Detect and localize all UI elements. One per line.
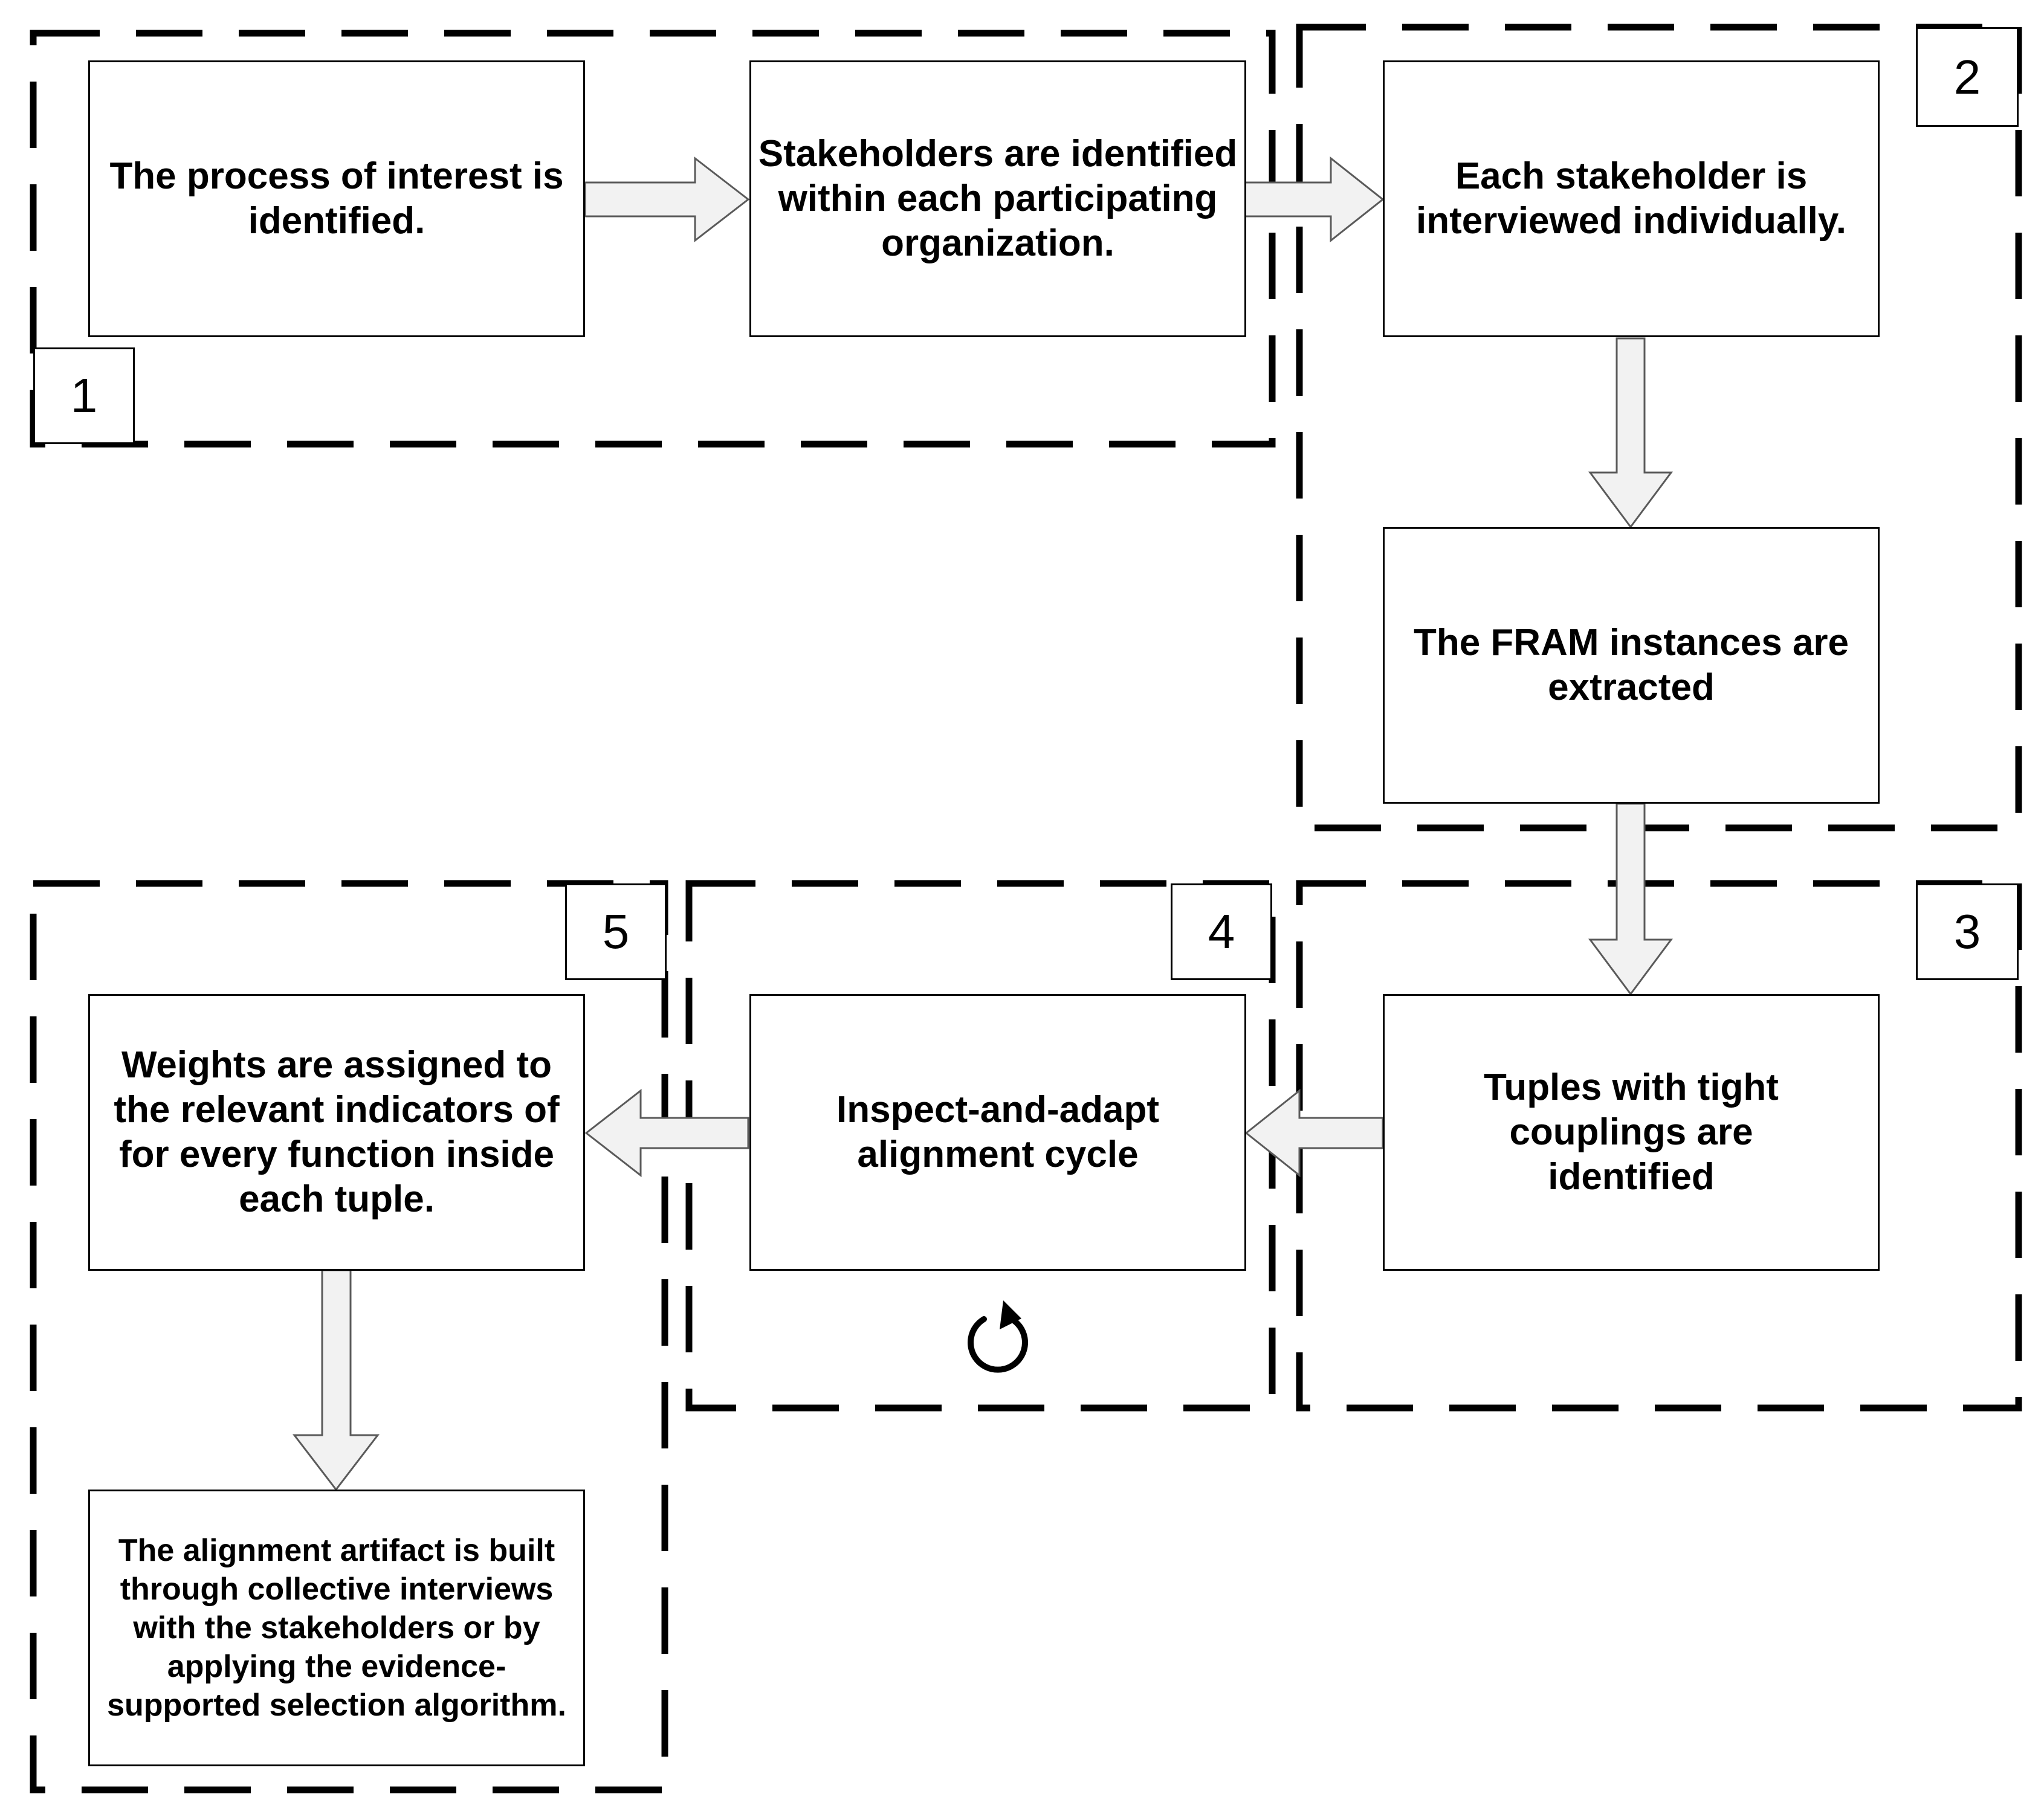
arrow-tuples-to-inspect <box>1244 1088 1384 1178</box>
step-tuples-identified: Tuples with tight couplings are identifi… <box>1383 994 1880 1271</box>
step-alignment-artifact: The alignment artifact is built through … <box>88 1490 585 1766</box>
step-individual-interviews: Each stakeholder is interviewed individu… <box>1383 60 1880 337</box>
refresh-icon <box>968 1300 1028 1373</box>
arrow-inspect-to-weights <box>584 1088 749 1178</box>
stage-1-region <box>30 30 1276 448</box>
stage-4-badge: 4 <box>1171 883 1272 980</box>
stage-4-region <box>685 880 1276 1412</box>
stage-2-region <box>1296 24 2022 831</box>
step-tuples-identified-text: Tuples with tight couplings are identifi… <box>1484 1067 1779 1198</box>
step-weights-assigned-text: Weights are assigned to the relevant ind… <box>114 1044 560 1220</box>
step-fram-extracted: The FRAM instances are extracted <box>1383 527 1880 804</box>
arrow-interviews-to-fram <box>1588 337 1673 529</box>
step-individual-interviews-text: Each stakeholder is interviewed individu… <box>1415 155 1847 242</box>
step-fram-extracted-text: The FRAM instances are extracted <box>1413 622 1849 708</box>
step-process-identified-text: The process of interest is identified. <box>109 155 564 242</box>
stage-5-badge: 5 <box>565 883 667 980</box>
arrow-weights-to-artifact <box>292 1269 380 1491</box>
step-process-identified: The process of interest is identified. <box>88 60 585 337</box>
stage-2-badge: 2 <box>1916 27 2019 127</box>
stage-1-badge: 1 <box>33 347 135 444</box>
arrow-stakeholders-to-interviews <box>1244 156 1385 243</box>
stage-3-badge: 3 <box>1916 883 2019 980</box>
step-inspect-adapt: Inspect-and-adapt alignment cycle <box>749 994 1246 1271</box>
step-inspect-adapt-text: Inspect-and-adapt alignment cycle <box>836 1089 1159 1175</box>
step-weights-assigned: Weights are assigned to the relevant ind… <box>88 994 585 1271</box>
arrow-process-to-stakeholders <box>584 156 750 243</box>
step-stakeholders-identified: Stakeholders are identified within each … <box>749 60 1246 337</box>
stage-3-region <box>1296 880 2022 1412</box>
step-alignment-artifact-text: The alignment artifact is built through … <box>107 1533 566 1723</box>
step-stakeholders-identified-text: Stakeholders are identified within each … <box>758 133 1238 264</box>
arrow-fram-to-tuples <box>1588 802 1673 996</box>
stage-5-region <box>30 880 668 1793</box>
